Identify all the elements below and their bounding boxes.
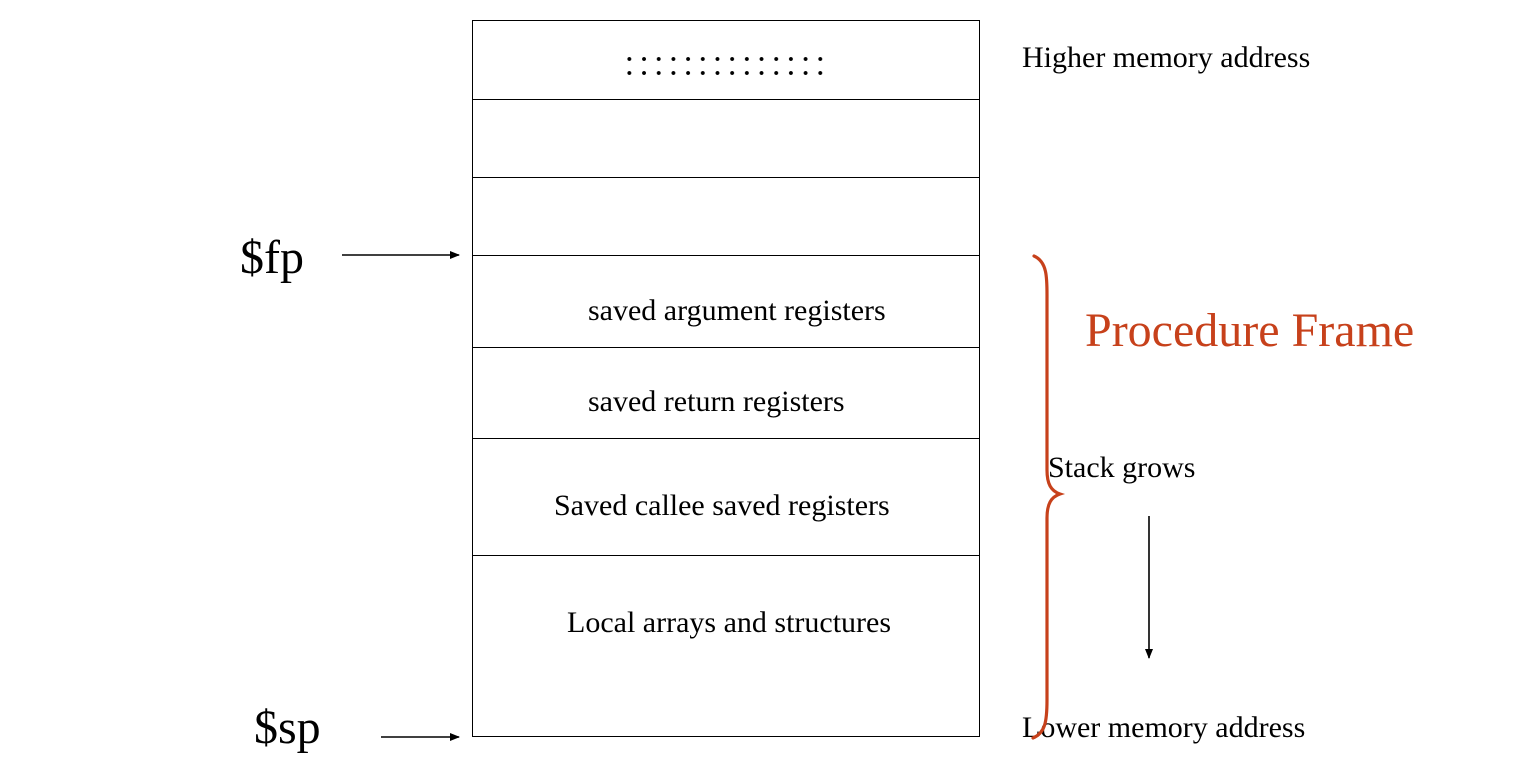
stack-cell-empty-1 [473, 99, 979, 177]
stack-grows-label: Stack grows [1048, 451, 1196, 484]
sp-label: $sp [254, 701, 321, 754]
fp-label: $fp [240, 231, 304, 284]
higher-memory-label: Higher memory address [1022, 41, 1311, 74]
procedure-frame-label: Procedure Frame [1085, 304, 1415, 357]
stack-cell-empty-2 [473, 177, 979, 255]
stack-column [472, 20, 980, 737]
label-saved-callee-registers: Saved callee saved registers [554, 489, 890, 522]
lower-memory-label: Lower memory address [1022, 711, 1306, 744]
label-local-arrays: Local arrays and structures [567, 606, 892, 639]
stack-cell-local-arrays [473, 555, 979, 736]
label-saved-return-registers: saved return registers [588, 385, 845, 418]
stack-cell-saved-return [473, 347, 979, 438]
ellipsis-dots [622, 52, 832, 80]
label-saved-argument-registers: saved argument registers [588, 294, 886, 327]
procedure-frame-brace [1031, 254, 1066, 740]
stack-cell-saved-arguments [473, 255, 979, 347]
stack-cell-callee-saved [473, 438, 979, 555]
